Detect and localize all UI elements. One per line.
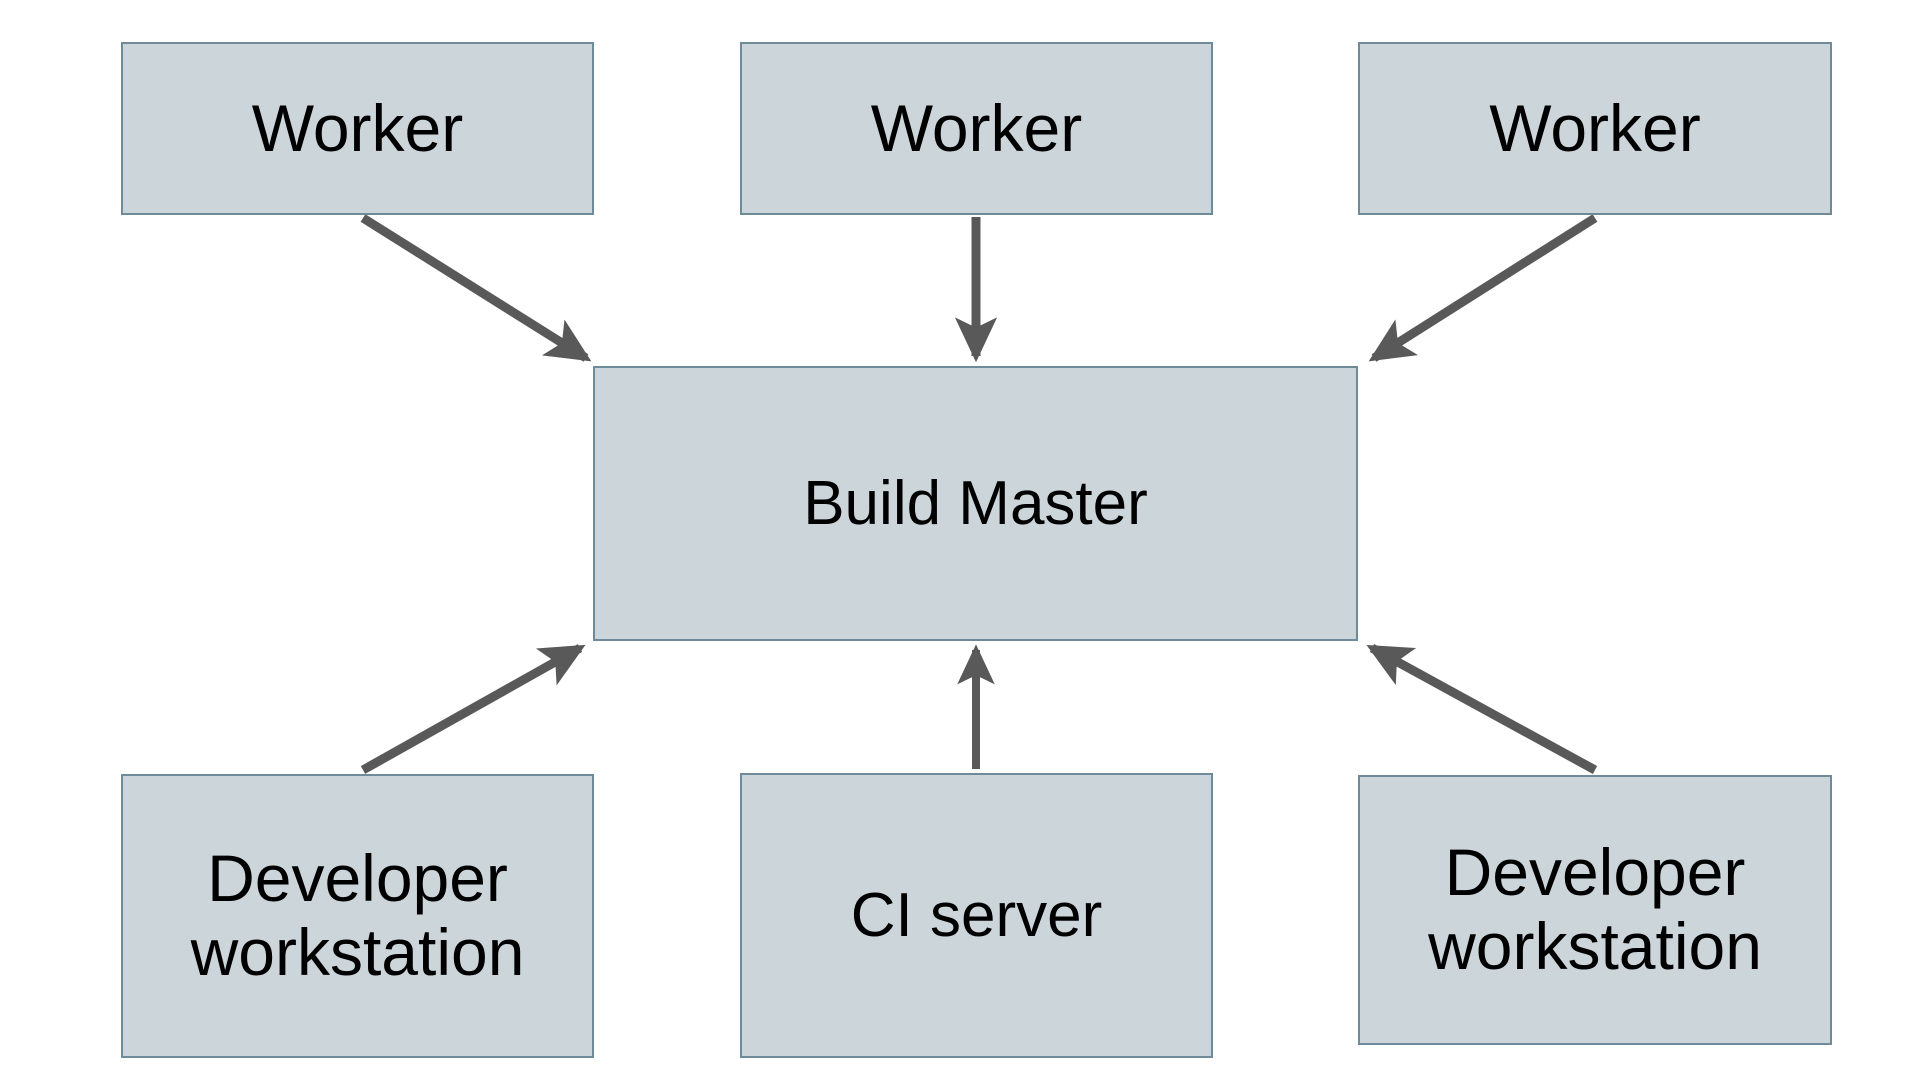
edge-dev-ws-left-to-build-master: [360, 644, 586, 774]
node-worker-2[interactable]: Worker: [740, 42, 1213, 215]
node-ci-server[interactable]: CI server: [740, 773, 1213, 1058]
node-dev-ws-right-label: Developer workstation: [1428, 835, 1762, 983]
node-dev-ws-left[interactable]: Developer workstation: [121, 774, 594, 1058]
node-worker-1-label: Worker: [251, 90, 464, 165]
edge-worker-1-to-build-master: [360, 214, 592, 362]
node-worker-3[interactable]: Worker: [1358, 42, 1832, 215]
node-dev-ws-left-label: Developer workstation: [190, 841, 525, 989]
node-worker-3-label: Worker: [1489, 90, 1701, 165]
node-build-master-label: Build Master: [803, 468, 1148, 538]
edge-dev-ws-right-to-build-master: [1366, 644, 1598, 774]
node-worker-1[interactable]: Worker: [121, 42, 594, 215]
node-dev-ws-right[interactable]: Developer workstation: [1358, 775, 1832, 1045]
node-ci-server-label: CI server: [850, 880, 1103, 950]
edge-worker-3-to-build-master: [1368, 214, 1598, 362]
node-build-master[interactable]: Build Master: [593, 366, 1358, 641]
node-worker-2-label: Worker: [870, 90, 1083, 165]
